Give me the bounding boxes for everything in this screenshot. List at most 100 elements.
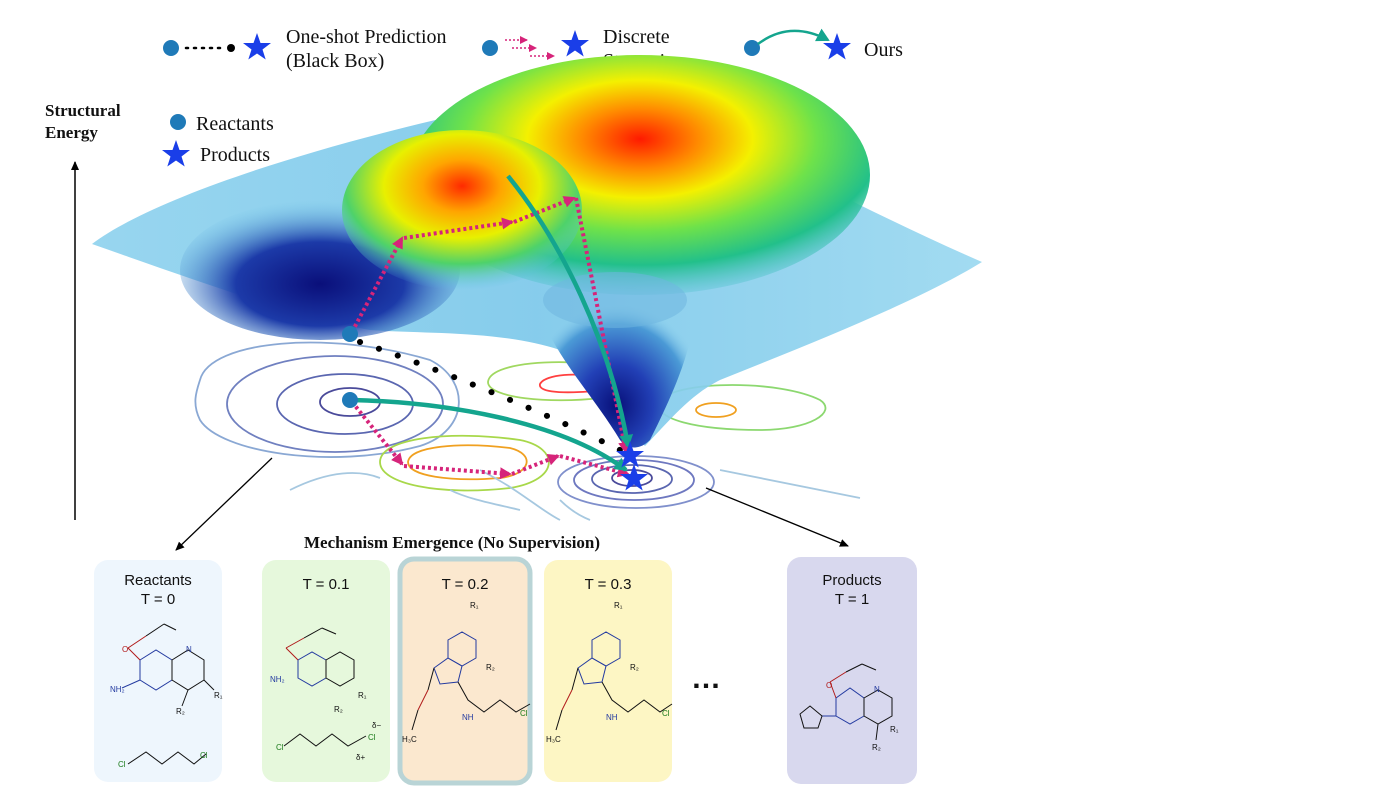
legend-oneshot-end-dot [227,44,235,52]
contour-reactant-3 [226,355,444,453]
atom-r1-t03: R₁ [614,601,623,610]
legend-ours-star-icon [823,33,851,60]
atom-nh2-reactants: NH₂ [110,685,125,694]
marker-key: Reactants Products [162,113,274,167]
ellipsis: … [691,662,721,695]
card-t02-title: T = 0.2 [442,576,489,593]
atom-cl-right-reactants: Cl [200,751,208,760]
atom-o-products: O [826,681,832,690]
card-t03-title: T = 0.3 [585,576,632,593]
card-t01: T = 0.1 NH₂ R₁ R₂ Cl Cl δ− δ+ [262,560,390,782]
card-t03: T = 0.3 R₁ R₂ H₃C NH Cl [544,560,673,782]
contour-wisp-5 [559,499,591,521]
atom-delta-plus-t01: δ+ [356,753,365,762]
ours-path-lower [351,397,628,472]
atom-cl-right-t01: Cl [368,733,376,742]
legend-stepwise-dot [482,40,498,56]
reaction-paths [342,174,648,491]
key-product-star-icon [162,140,190,167]
atom-cl-t02: Cl [520,709,528,718]
key-products-label: Products [200,144,270,166]
contour-wisp-1 [289,472,381,491]
legend-ours-dot [744,40,760,56]
key-reactants-label: Reactants [196,113,274,135]
legend-reactant-dot [163,40,179,56]
atom-o-reactants: O [122,645,128,654]
molecule-products [799,663,893,741]
atom-r2-reactants: R₂ [176,707,185,716]
atom-r1-reactants: R₁ [214,691,223,700]
key-reactant-dot-icon [170,114,186,130]
atom-nh-t02: NH [462,713,474,722]
contour-map [194,341,861,521]
atom-delta-minus-t01: δ− [372,721,381,730]
stepwise-lower-seg-1 [350,400,404,466]
card-reactants-title: Reactants [124,572,192,589]
surface-well-right-rim [543,272,687,328]
card-products-title: Products [822,572,881,589]
atom-h3c-t02: H₃C [402,735,417,744]
legend-oneshot-label-1: One-shot Prediction [286,26,447,48]
reactant-dot-surface [342,326,358,342]
card-t01-title: T = 0.1 [303,576,350,593]
legend-ours-curve [757,28,830,46]
atom-n-reactants: N [186,645,192,654]
stepwise-upper-seg-3 [513,196,576,224]
contour-mid-lower-2 [407,444,528,481]
product-star-floor-icon [620,464,648,491]
contour-right-2 [657,384,827,431]
axis-label-line2: Energy [45,123,98,142]
legend-stepwise-label-1: Discrete [603,26,670,48]
products-leader-arrow [705,487,849,547]
legend: One-shot Prediction (Black Box) Discrete… [163,26,903,72]
contour-wisp-4 [449,489,521,511]
ours-path-upper [506,174,634,448]
atom-nh-t03: NH [606,713,618,722]
atom-cl-left-t01: Cl [276,743,284,752]
molecule-t03 [555,631,673,731]
legend-oneshot-label-2: (Black Box) [286,50,384,72]
contour-reactant-4 [194,341,460,458]
energy-axis: Structural Energy [45,101,121,520]
molecule-reactants [121,623,215,765]
card-products: Products T = 1 O R₁ R₂ N [787,557,917,784]
mechanism-title: Mechanism Emergence (No Supervision) [304,533,600,552]
oneshot-path [357,339,627,455]
product-star-surface-icon [616,441,644,468]
atom-nh2-t01: NH₂ [270,675,285,684]
card-reactants: Reactants T = 0 NH₂ N O R₁ R₂ Cl Cl [94,560,223,782]
stepwise-lower-seg-3 [511,454,560,476]
surface-peak-small [342,130,582,290]
atom-r1-products: R₁ [890,725,899,734]
contour-wisp-3 [719,469,861,499]
card-reactants-subtitle: T = 0 [141,591,175,608]
atom-r1-t01: R₁ [358,691,367,700]
axis-label-line1: Structural [45,101,121,120]
atom-r2-t03: R₂ [630,663,639,672]
molecule-t01 [283,627,367,747]
stepwise-upper-seg-2 [403,217,514,240]
atom-r1-t02: R₁ [470,601,479,610]
contour-wisp-2 [479,469,561,521]
legend-stepwise-star-icon [561,30,589,57]
contour-product-2 [591,464,673,494]
legend-ours-label: Ours [864,39,903,61]
legend-oneshot-star-icon [243,33,271,60]
contour-mid-lower-1 [379,434,550,492]
atom-cl-t03: Cl [662,709,670,718]
atom-r2-t01: R₂ [334,705,343,714]
card-t02: T = 0.2 R₁ R₂ H₃C NH Cl [397,556,533,786]
reactants-leader-arrow [175,457,273,551]
contour-right-1 [695,402,737,418]
atom-n-products: N [874,685,880,694]
atom-r2-t02: R₂ [486,663,495,672]
atom-h3c-t03: H₃C [546,735,561,744]
molecule-t02 [411,631,531,731]
atom-cl-left-reactants: Cl [118,760,126,769]
stepwise-upper-seg-4 [574,197,630,454]
atom-r2-products: R₂ [872,743,881,752]
energy-surface [92,55,982,448]
reactant-dot-floor [342,392,358,408]
card-products-subtitle: T = 1 [835,591,869,608]
